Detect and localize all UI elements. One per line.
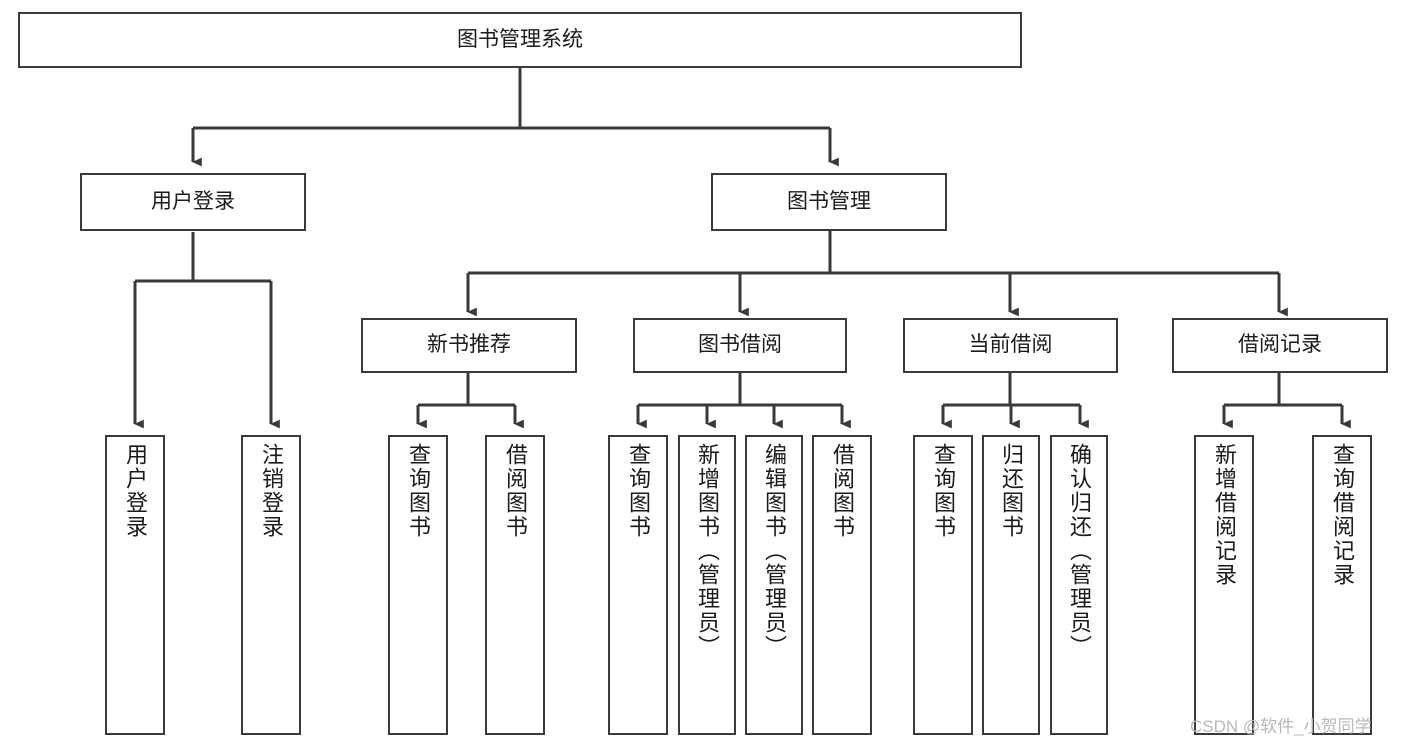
leaf-new-book-query[interactable]: 查询图书 [388, 435, 448, 735]
node-new-book-recommend[interactable]: 新书推荐 [361, 318, 577, 373]
leaf-current-return-book[interactable]: 归还图书 [982, 435, 1040, 735]
leaf-user-login-logout[interactable]: 注销登录 [241, 435, 301, 735]
node-label: 用户登录 [123, 443, 148, 539]
leaf-borrow-edit-book-admin[interactable]: 编辑图书（管理员） [745, 435, 803, 735]
node-label: 查询图书 [406, 443, 431, 539]
node-label: 确认归还（管理员） [1067, 443, 1092, 659]
leaf-record-query-record[interactable]: 查询借阅记录 [1312, 435, 1372, 735]
node-label: 借阅记录 [1238, 333, 1322, 357]
node-label: 图书管理 [787, 189, 871, 213]
node-label: 当前借阅 [968, 333, 1053, 357]
leaf-new-book-borrow[interactable]: 借阅图书 [485, 435, 545, 735]
leaf-user-login-login[interactable]: 用户登录 [105, 435, 165, 735]
node-borrow-record[interactable]: 借阅记录 [1172, 318, 1388, 373]
leaf-borrow-query-book[interactable]: 查询图书 [608, 435, 668, 735]
node-label: 查询图书 [626, 443, 651, 539]
node-root-system[interactable]: 图书管理系统 [18, 12, 1022, 68]
node-label: 用户登录 [151, 189, 235, 213]
leaf-borrow-borrow-book[interactable]: 借阅图书 [812, 435, 872, 735]
node-current-borrow[interactable]: 当前借阅 [903, 318, 1118, 373]
node-label: 注销登录 [259, 443, 284, 539]
leaf-record-add-record[interactable]: 新增借阅记录 [1194, 435, 1254, 735]
node-label: 新书推荐 [427, 333, 511, 357]
node-book-management[interactable]: 图书管理 [711, 173, 947, 231]
node-label: 借阅图书 [503, 443, 528, 539]
node-book-borrow[interactable]: 图书借阅 [633, 318, 847, 373]
node-label: 借阅图书 [830, 443, 855, 539]
node-label: 新增图书（管理员） [695, 443, 720, 659]
node-label: 查询借阅记录 [1330, 443, 1355, 587]
node-user-login[interactable]: 用户登录 [80, 173, 306, 231]
leaf-current-query-book[interactable]: 查询图书 [913, 435, 973, 735]
node-label: 查询图书 [931, 443, 956, 539]
node-label: 图书借阅 [698, 333, 782, 357]
node-label: 新增借阅记录 [1212, 443, 1237, 587]
node-label: 编辑图书（管理员） [762, 443, 787, 659]
leaf-current-confirm-return-admin[interactable]: 确认归还（管理员） [1050, 435, 1108, 735]
node-label: 图书管理系统 [457, 27, 583, 51]
node-label: 归还图书 [999, 443, 1024, 539]
leaf-borrow-add-book-admin[interactable]: 新增图书（管理员） [678, 435, 736, 735]
